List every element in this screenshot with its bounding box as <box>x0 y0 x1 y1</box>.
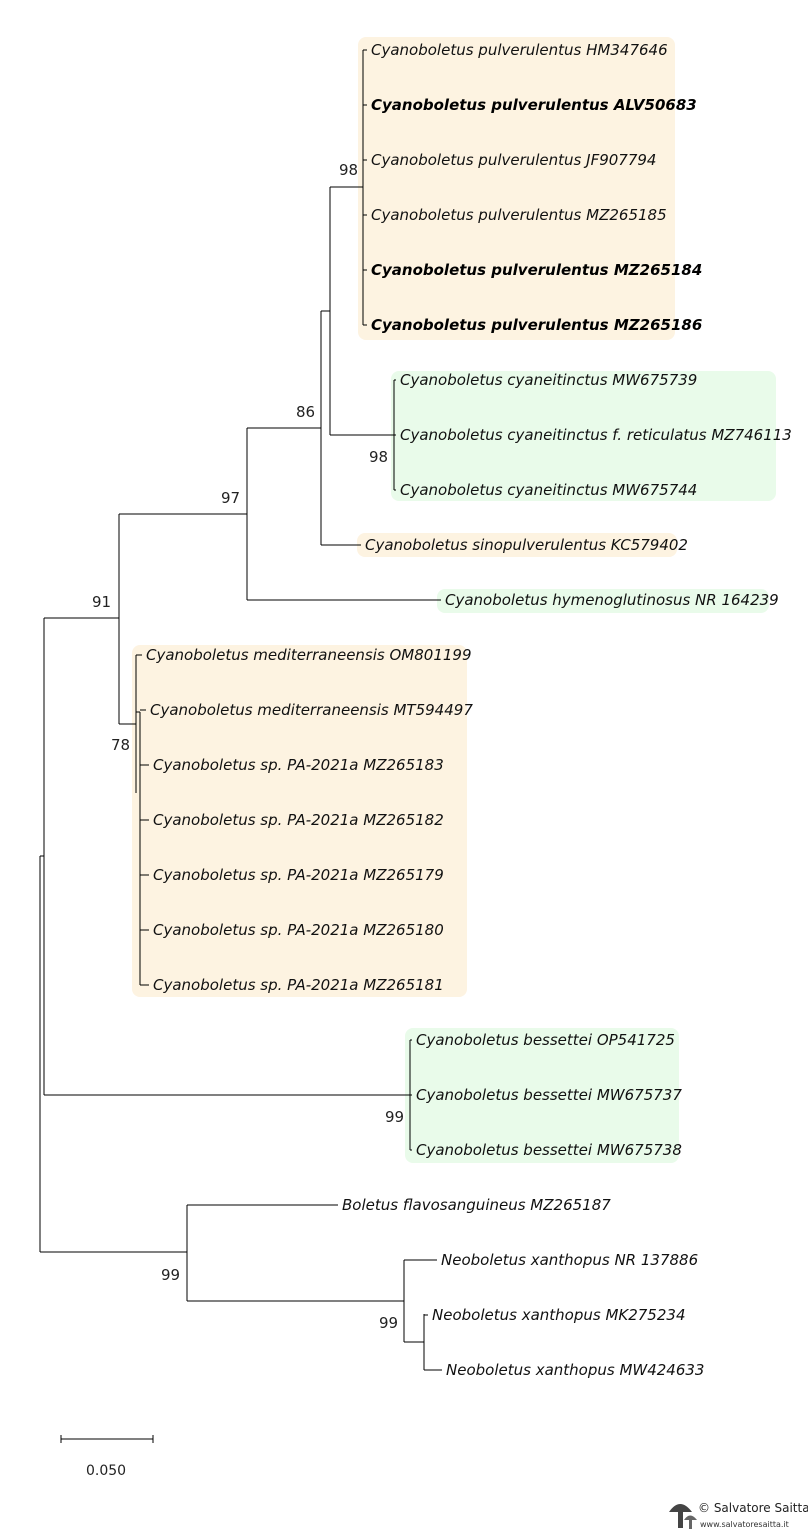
bootstrap-value-cyaneitinctus: 98 <box>369 448 388 466</box>
bootstrap-value-core-cyanoboletus: 91 <box>92 593 111 611</box>
bootstrap-value-outgroup: 99 <box>161 1266 180 1284</box>
leaf-label: Cyanoboletus bessettei MW675738 <box>416 1141 682 1159</box>
leaf-label: Cyanoboletus sp. PA-2021a MZ265182 <box>153 811 444 829</box>
bootstrap-value-pulverulentus: 98 <box>339 161 358 179</box>
clade-box-sinopulverulentus <box>357 533 677 557</box>
leaf-label: Cyanoboletus sp. PA-2021a MZ265180 <box>153 921 444 939</box>
tree-branches <box>39 49 442 1371</box>
bootstrap-value-neoboletus: 99 <box>379 1314 398 1332</box>
leaf-label: Cyanoboletus sinopulverulentus KC579402 <box>365 536 688 554</box>
leaf-label: Cyanoboletus pulverulentus ALV50683 <box>371 96 697 114</box>
leaf-label: Cyanoboletus pulverulentus JF907794 <box>371 151 656 169</box>
leaf-label: Cyanoboletus sp. PA-2021a MZ265183 <box>153 756 444 774</box>
leaf-label: Cyanoboletus hymenoglutinosus NR 164239 <box>445 591 779 609</box>
bootstrap-value-pulverulentus-cyaneitinctus-sino: 86 <box>296 403 315 421</box>
clade-box-mediterraneensis <box>132 645 467 997</box>
leaf-label: Cyanoboletus mediterraneensis OM801199 <box>146 646 472 664</box>
scale-bar: 0.050 <box>60 1435 154 1479</box>
watermark: © Salvatore Saitta www.salvatoresaitta.i… <box>669 1501 808 1529</box>
bootstrap-value-bessettei: 99 <box>385 1108 404 1126</box>
leaf-label: Cyanoboletus pulverulentus HM347646 <box>371 41 668 59</box>
leaf-label: Cyanoboletus cyaneitinctus f. reticulatu… <box>400 426 792 444</box>
leaf-label: Cyanoboletus sp. PA-2021a MZ265181 <box>153 976 444 994</box>
watermark-url: www.salvatoresaitta.it <box>700 1520 789 1529</box>
leaf-label: Cyanoboletus bessettei OP541725 <box>416 1031 675 1049</box>
mushroom-logo-icon <box>669 1504 697 1529</box>
leaf-label: Neoboletus xanthopus NR 137886 <box>441 1251 698 1269</box>
leaf-label: Cyanoboletus pulverulentus MZ265184 <box>371 261 702 279</box>
leaf-label: Cyanoboletus cyaneitinctus MW675739 <box>400 371 697 389</box>
watermark-text: © Salvatore Saitta <box>698 1501 808 1515</box>
clade-highlight-boxes <box>132 37 776 1163</box>
bootstrap-values: 98 98 86 97 91 78 99 99 99 <box>92 161 404 1332</box>
leaf-label: Cyanoboletus mediterraneensis MT594497 <box>150 701 473 719</box>
leaf-label: Cyanoboletus sp. PA-2021a MZ265179 <box>153 866 444 884</box>
scale-bar-label: 0.050 <box>86 1463 126 1479</box>
leaf-label: Neoboletus xanthopus MW424633 <box>446 1361 704 1379</box>
leaf-label: Boletus flavosanguineus MZ265187 <box>342 1196 611 1214</box>
clade-box-pulverulentus <box>358 37 675 340</box>
leaf-labels: Cyanoboletus pulverulentus HM347646Cyano… <box>146 41 792 1379</box>
leaf-label: Neoboletus xanthopus MK275234 <box>432 1306 685 1324</box>
leaf-label: Cyanoboletus pulverulentus MZ265186 <box>371 316 702 334</box>
bootstrap-value-mediterraneensis: 78 <box>111 736 130 754</box>
clade-box-bessettei <box>405 1028 679 1163</box>
clade-box-cyaneitinctus <box>391 371 776 501</box>
leaf-label: Cyanoboletus pulverulentus MZ265185 <box>371 206 667 224</box>
bootstrap-value-pulverulentus-to-hymenoglutinosus: 97 <box>221 489 240 507</box>
clade-box-hymenoglutinosus <box>437 589 769 613</box>
leaf-label: Cyanoboletus bessettei MW675737 <box>416 1086 682 1104</box>
leaf-label: Cyanoboletus cyaneitinctus MW675744 <box>400 481 697 499</box>
